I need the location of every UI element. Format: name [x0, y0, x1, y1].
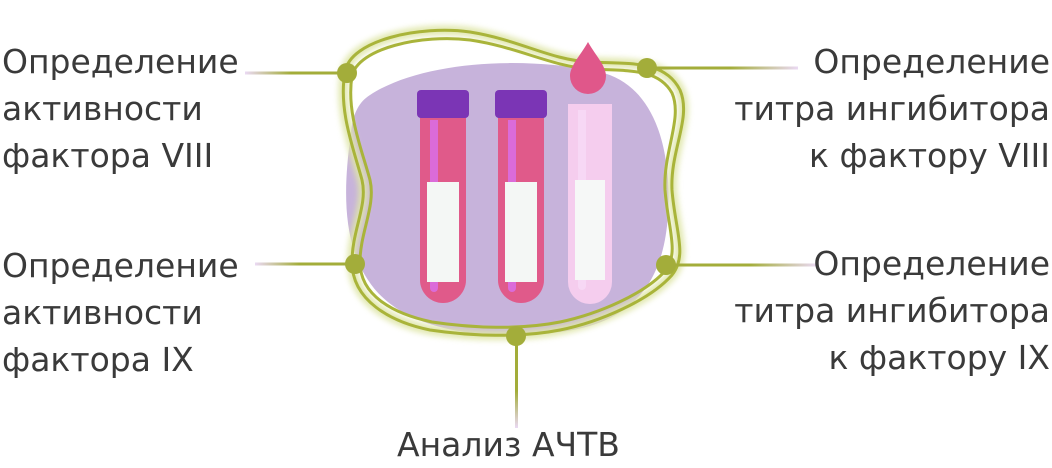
- connector-dot: [506, 326, 526, 346]
- connector-mid-right: [667, 263, 817, 267]
- label-factor-ix-inhibitor: Определение титра ингибитора к фактору I…: [734, 240, 1050, 381]
- label-line: активности: [2, 293, 203, 332]
- label-line: Определение: [2, 246, 239, 285]
- label-line: к фактору VIII: [809, 136, 1050, 175]
- outline-outer: [341, 28, 686, 337]
- connector-dot: [656, 255, 676, 275]
- label-line: Определение: [813, 42, 1050, 81]
- connector-top-right: [648, 66, 798, 70]
- blood-tube-icon: [495, 90, 547, 303]
- label-factor-ix-activity: Определение активности фактора IX: [2, 242, 239, 383]
- connector-top-left: [245, 71, 347, 75]
- label-line: фактора VIII: [2, 136, 214, 175]
- label-line: титра ингибитора: [734, 291, 1050, 330]
- empty-tube-icon: [568, 104, 612, 304]
- blood-tube-icon: [417, 90, 469, 303]
- connector-dot: [345, 254, 365, 274]
- label-line: Определение: [813, 244, 1050, 283]
- connector-bottom: [515, 336, 518, 428]
- label-line: титра ингибитора: [734, 89, 1050, 128]
- label-line: фактора IX: [2, 340, 194, 379]
- label-line: активности: [2, 89, 203, 128]
- label-line: Определение: [2, 42, 239, 81]
- connector-dot: [337, 63, 357, 83]
- connector-mid-left: [255, 262, 353, 266]
- connector-dot: [637, 58, 657, 78]
- label-aptt: Анализ АЧТВ: [397, 425, 620, 464]
- label-line: к фактору IX: [828, 338, 1050, 377]
- label-factor-viii-activity: Определение активности фактора VIII: [2, 38, 239, 179]
- blood-drop-icon: [570, 42, 606, 94]
- label-factor-viii-inhibitor: Определение титра ингибитора к фактору V…: [734, 38, 1050, 179]
